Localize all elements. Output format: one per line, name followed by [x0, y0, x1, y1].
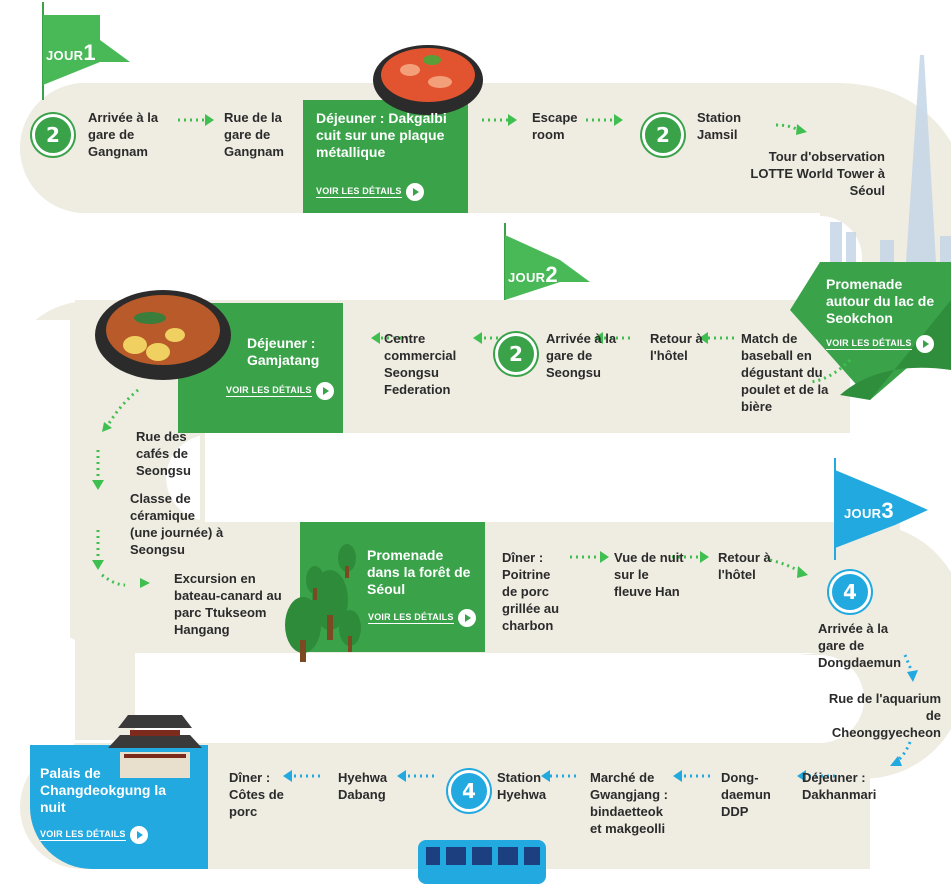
bus-decoration: [418, 840, 546, 884]
trees-decoration: [285, 544, 361, 662]
stop-gangnam-arrival: Arrivée à la gare de Gangnam: [88, 110, 159, 159]
play-icon: [129, 826, 148, 844]
play-icon: [315, 382, 334, 400]
stop-return-hotel: Retour à l'hôtel: [650, 331, 703, 363]
stop-cheonggyecheon: Rue de l'aquarium de Cheonggyecheon: [828, 691, 941, 740]
stop-seongsu-federation: Centre commercial Seongsu Federation: [384, 331, 457, 397]
feature-lunch-gamjatang: Déjeuner : Gamjatang: [247, 335, 337, 369]
details-link[interactable]: VOIR LES DÉTAILS: [40, 826, 148, 844]
gamjatang-pot-decoration: [95, 290, 231, 380]
stop-escape-room: Escape room: [532, 110, 578, 142]
stop-dinner-ribs: Dîner : Côtes de porc: [229, 770, 284, 819]
stop-ceramics-class: Classe de céramique (une journée) à Seon…: [130, 491, 224, 557]
metro-line4-badge: 4: [829, 571, 871, 613]
stop-ddp: Dong-daemun DDP: [721, 770, 771, 819]
metro-line4-badge: 4: [448, 770, 490, 812]
metro-line2-badge: 2: [495, 333, 537, 375]
feature-seoul-forest: Promenade dans la forêt de Séoul: [367, 547, 477, 598]
day2-label: JOUR2: [508, 262, 558, 287]
feature-title: Palais de Changdeokgung la nuit: [40, 765, 166, 815]
play-icon: [915, 335, 934, 353]
feature-seokchon-lake: Promenade autour du lac de Seokchon: [826, 276, 946, 327]
flag-day2: [504, 223, 590, 300]
stop-return-hotel-2: Retour à l'hôtel: [718, 550, 771, 582]
stop-baseball: Match de baseball en dégustant du poulet…: [741, 331, 829, 414]
stop-dinner-pork: Dîner : Poitrine de porc grillée au char…: [502, 550, 560, 633]
feature-lunch-dakgalbi: Déjeuner : Dakgalbi cuit sur une plaque …: [316, 110, 456, 161]
details-link[interactable]: VOIR LES DÉTAILS: [316, 183, 424, 201]
day3-label: JOUR3: [844, 498, 894, 523]
feature-title: Promenade dans la forêt de Séoul: [367, 547, 471, 597]
feature-title: Déjeuner : Dakgalbi cuit sur une plaque …: [316, 110, 447, 160]
stop-lunch-dakhanmari: Déjeuner : Dakhanmari: [802, 770, 877, 802]
feature-changdeokgung: Palais de Changdeokgung la nuit: [40, 765, 170, 816]
metro-line2-badge: 2: [642, 114, 684, 156]
stop-hyehwa-dabang: Hyehwa Dabang: [338, 770, 388, 802]
feature-title: Déjeuner : Gamjatang: [247, 335, 320, 368]
dakgalbi-pan-decoration: [373, 45, 483, 115]
feature-title: Promenade autour du lac de Seokchon: [826, 276, 935, 326]
stop-duck-boat: Excursion en bateau-canard au parc Ttuks…: [174, 571, 282, 637]
metro-line2-badge: 2: [32, 114, 74, 156]
play-icon: [457, 609, 476, 627]
stop-gwangjang-market: Marché de Gwangjang : bindaetteok et mak…: [590, 770, 668, 836]
stop-dongdaemun-arrival: Arrivée à la gare de Dongdaemun: [818, 621, 902, 670]
day1-label: JOUR1: [46, 40, 96, 65]
palace-decoration: [108, 715, 202, 778]
flag-day3: [834, 458, 928, 560]
details-link[interactable]: VOIR LES DÉTAILS: [226, 382, 334, 400]
stop-seongsu-cafes: Rue des cafés de Seongsu: [136, 429, 191, 478]
stop-hyehwa: Station Hyehwa: [497, 770, 547, 802]
play-icon: [405, 183, 424, 201]
stop-han-river-night: Vue de nuit sur le fleuve Han: [614, 550, 684, 599]
stop-lotte-tower: Tour d'observation LOTTE World Tower à S…: [750, 149, 885, 198]
stop-jamsil: Station Jamsil: [697, 110, 742, 142]
details-link[interactable]: VOIR LES DÉTAILS: [826, 335, 934, 353]
stop-seongsu-arrival: Arrivée à la gare de Seongsu: [546, 331, 617, 380]
flag-day1: [42, 2, 130, 100]
details-link[interactable]: VOIR LES DÉTAILS: [368, 609, 476, 627]
stop-gangnam-street: Rue de la gare de Gangnam: [224, 110, 284, 159]
